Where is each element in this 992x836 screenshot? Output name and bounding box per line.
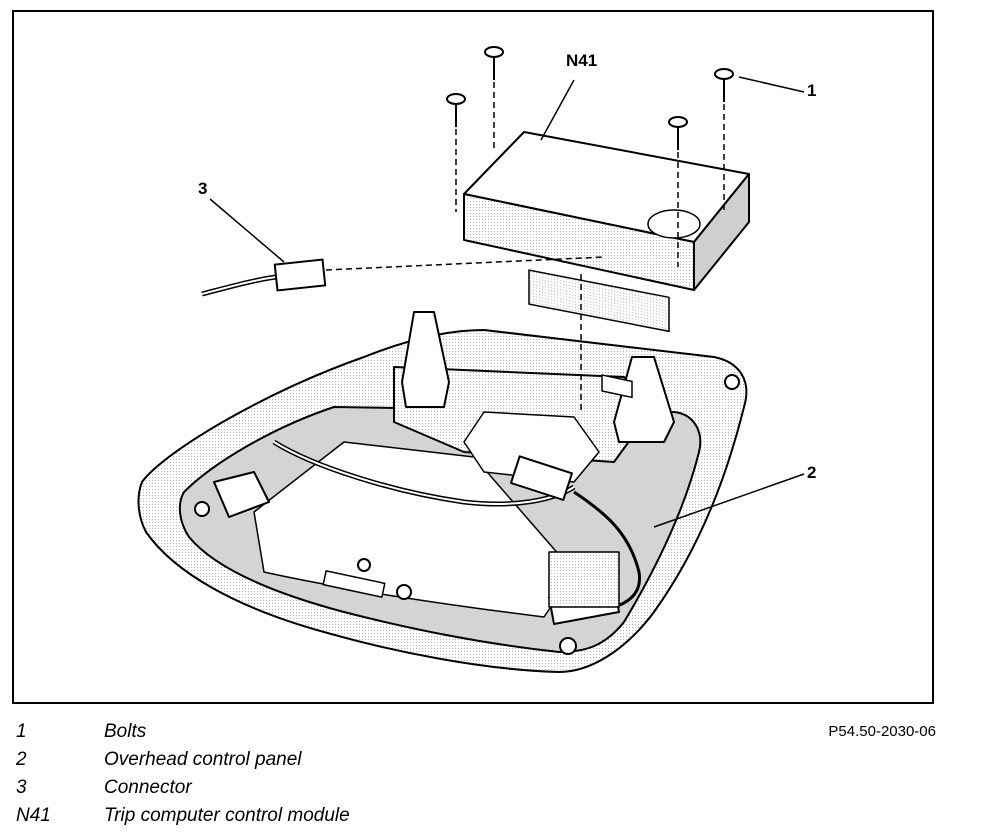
legend-description: Connector xyxy=(104,777,192,798)
left-mounting-tower xyxy=(401,311,450,408)
legend-row: 2 Overhead control panel xyxy=(16,746,616,773)
module-label xyxy=(528,269,670,333)
bolt-1 xyxy=(484,46,504,80)
leader-1 xyxy=(738,76,805,93)
wiring-harness-inner xyxy=(273,441,575,505)
legend-row: 1 Bolts xyxy=(16,718,616,745)
legend-key: 3 xyxy=(16,777,27,798)
callout-n41: N41 xyxy=(566,51,598,70)
bolt-3 xyxy=(714,68,734,102)
right-switch-recess xyxy=(548,551,620,608)
figure-reference: P54.50-2030-06 xyxy=(828,723,936,740)
right-mounting-tower xyxy=(613,356,675,443)
legend-description: Bolts xyxy=(104,721,147,742)
screw-hole-front xyxy=(396,584,412,600)
module-side xyxy=(693,173,750,291)
screw-hole-bottom xyxy=(559,637,577,655)
legend-key: 1 xyxy=(16,721,27,742)
legend-description: Overhead control panel xyxy=(104,749,302,770)
callout-2: 2 xyxy=(807,463,817,482)
legend-description: Trip computer control module xyxy=(104,805,350,826)
connector-body xyxy=(273,258,327,292)
screw-hole-left xyxy=(194,501,210,517)
diagram-frame: N41 1 2 3 xyxy=(12,10,934,704)
leader-2 xyxy=(653,473,805,528)
exploded-view-drawing xyxy=(137,46,805,673)
overhead-control-panel xyxy=(137,311,748,673)
legend-key: N41 xyxy=(16,805,51,826)
leader-n41 xyxy=(540,79,575,141)
legend-row: N41 Trip computer control module xyxy=(16,802,616,829)
callout-3: 3 xyxy=(198,179,208,198)
callout-1: 1 xyxy=(807,81,817,100)
legend-row: 3 Connector xyxy=(16,774,616,801)
bolt-4 xyxy=(668,116,688,150)
connector xyxy=(201,256,605,297)
screw-hole-rear xyxy=(724,374,740,390)
connector-path xyxy=(325,256,605,271)
leader-3 xyxy=(209,198,285,263)
front-slot xyxy=(322,570,386,598)
module-round-feature xyxy=(647,209,701,239)
legend-key: 2 xyxy=(16,749,27,770)
bolts xyxy=(446,46,734,267)
harness-plug xyxy=(509,455,573,501)
callout-leaders xyxy=(209,76,805,528)
legend: 1 Bolts 2 Overhead control panel 3 Conne… xyxy=(16,718,936,830)
module-socket xyxy=(601,374,633,399)
bolt-2 xyxy=(446,93,466,127)
screw-hole-mid xyxy=(357,558,371,572)
left-lamp-clip xyxy=(213,471,270,518)
mount-recess xyxy=(463,411,600,483)
